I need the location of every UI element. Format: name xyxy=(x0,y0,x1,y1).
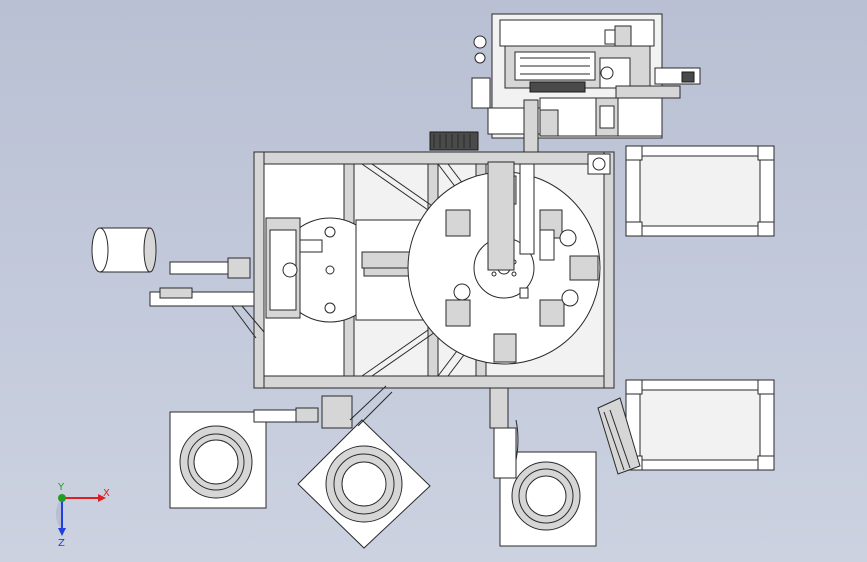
x-axis-label: X xyxy=(103,488,110,499)
y-axis-dot xyxy=(58,494,66,502)
right-rack-lower[interactable] xyxy=(597,379,775,475)
x-axis-head xyxy=(98,494,106,502)
bowl-feeder-left[interactable] xyxy=(169,407,319,509)
bowl-feeder-right[interactable] xyxy=(489,387,597,547)
top-feeder-assembly[interactable] xyxy=(471,13,701,161)
left-cylinder-feeder[interactable] xyxy=(91,227,265,339)
right-rack-upper[interactable] xyxy=(625,145,775,237)
rotary-index-table[interactable] xyxy=(407,161,601,365)
z-axis-label: Z xyxy=(58,538,65,549)
coordinate-triad: X Y Z xyxy=(55,482,110,549)
y-axis-label: Y xyxy=(57,482,65,493)
z-axis-head xyxy=(58,528,66,536)
bowl-feeder-center[interactable] xyxy=(297,385,431,549)
